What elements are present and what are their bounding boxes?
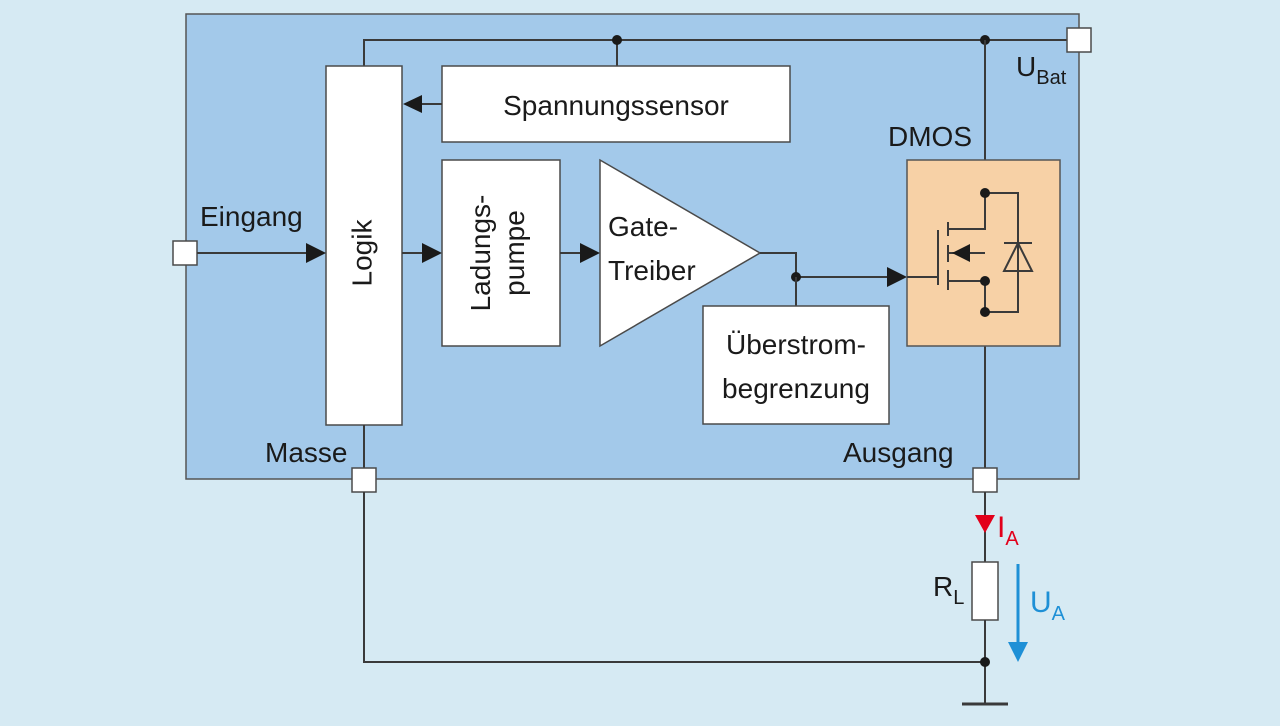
current-label: IA	[997, 511, 1019, 550]
gate-to-dmos-arrow	[887, 267, 907, 287]
gate-treiber-label-line1: Gate-	[608, 211, 678, 242]
resistor-label: RL	[933, 571, 964, 609]
ueberstrom-label-line2: begrenzung	[722, 373, 870, 404]
masse-label: Masse	[265, 437, 347, 468]
ladungspumpe-block	[441, 159, 561, 347]
eingang-arrow	[306, 243, 326, 263]
ground-node	[980, 657, 990, 667]
ubat-label: UBat	[1016, 51, 1067, 89]
ubat-pin[interactable]	[1066, 27, 1092, 53]
ausgang-label: Ausgang	[843, 437, 954, 468]
ausgang-pin[interactable]	[972, 467, 998, 493]
voltage-arrow-head	[1008, 642, 1028, 662]
logik-to-pumpe-arrow	[422, 243, 442, 263]
spannungssensor-block	[441, 65, 791, 143]
logik-label: Logik	[346, 219, 377, 287]
sensor-to-logik-arrow	[403, 95, 422, 113]
supply-node-sensor	[612, 35, 622, 45]
masse-pin[interactable]	[351, 467, 377, 493]
logik-block	[325, 65, 403, 426]
mosfet-symbol	[907, 188, 1034, 317]
ladungspumpe-label-group: Ladungs- pumpe	[465, 195, 530, 312]
ladungspumpe-label-line2: pumpe	[499, 210, 530, 296]
gate-output-wire	[760, 252, 888, 278]
ueberstrom-block	[702, 305, 890, 425]
pumpe-to-gate-arrow	[580, 243, 600, 263]
eingang-pin[interactable]	[172, 240, 198, 266]
voltage-label: UA	[1030, 586, 1066, 625]
load-resistor	[971, 561, 999, 621]
masse-return-wire	[363, 492, 985, 663]
ueberstrom-label-line1: Überstrom-	[726, 329, 866, 360]
ladungspumpe-label-line1: Ladungs-	[465, 195, 496, 312]
eingang-label: Eingang	[200, 201, 303, 232]
gate-treiber-block	[599, 158, 762, 348]
spannungssensor-label: Spannungssensor	[503, 90, 729, 121]
supply-wire	[363, 39, 1079, 66]
current-arrow	[975, 515, 995, 533]
dmos-label: DMOS	[888, 121, 972, 152]
gate-treiber-label-line2: Treiber	[608, 255, 696, 286]
